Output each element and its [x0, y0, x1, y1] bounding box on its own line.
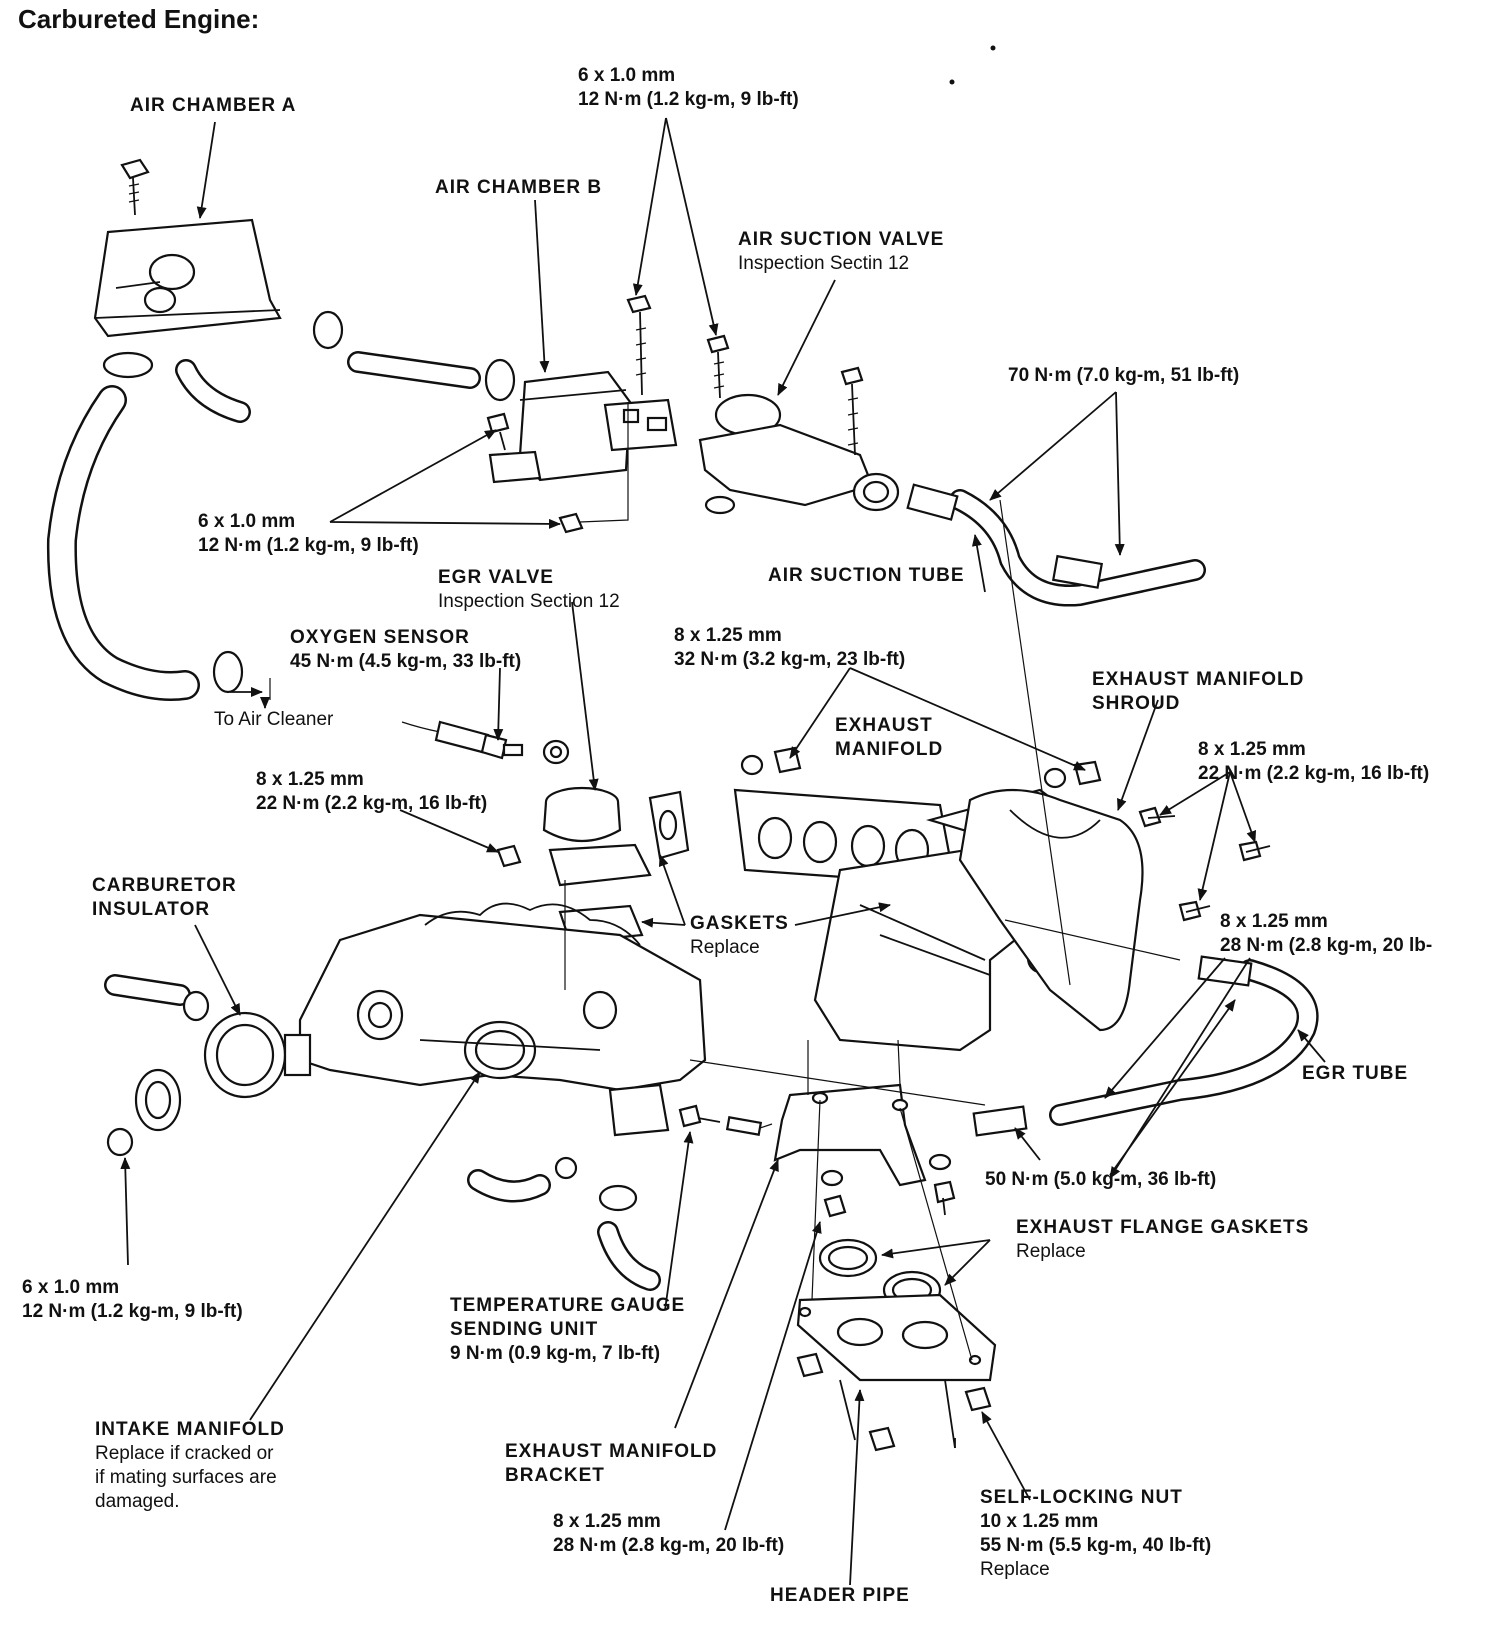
- air-chamber-b-part: [488, 370, 678, 484]
- label-intake-manifold: INTAKE MANIFOLD Replace if cracked or if…: [95, 1419, 285, 1512]
- oxygen-sensor-washer: [542, 739, 570, 765]
- air-cleaner-hose: [46, 385, 200, 701]
- exhaust-flange-gasket-1: [818, 1238, 878, 1278]
- label-torque-50: 50 N·m (5.0 kg-m, 36 lb-ft): [985, 1169, 1217, 1190]
- label-torque-70: 70 N·m (7.0 kg-m, 51 lb-ft): [1008, 365, 1240, 386]
- hose-clamp-b2: [484, 358, 516, 402]
- air-suction-tube-part: [906, 483, 1206, 607]
- oxygen-sensor-part: [401, 720, 524, 760]
- nut-chamber-b: [558, 512, 584, 534]
- label-bolt-8x125-32: 8 x 1.25 mm 32 N·m (3.2 kg-m, 23 lb-ft): [674, 625, 906, 670]
- bolt-top-right: [706, 334, 730, 399]
- stray-dot: [949, 79, 955, 85]
- egr-valve-part: [542, 786, 652, 887]
- label-exhaust-flange-gaskets: EXHAUST FLANGE GASKETS Replace: [1016, 1217, 1310, 1262]
- bracket-bolts: [820, 1153, 956, 1218]
- label-egr-valve: EGR VALVE Inspection Section 12: [438, 567, 620, 612]
- label-to-air-cleaner: To Air Cleaner: [214, 709, 334, 730]
- air-suction-valve-part: [698, 393, 900, 515]
- hose-clamp-a: [102, 351, 154, 379]
- shroud-bolt-1: [1138, 806, 1176, 828]
- intake-hose-b: [347, 351, 481, 389]
- lower-clamp-1: [554, 1156, 578, 1180]
- carburetor-insulator-part: [203, 1011, 312, 1099]
- label-bolt-top: 6 x 1.0 mm 12 N·m (1.2 kg-m, 9 lb-ft): [578, 65, 799, 110]
- label-bolt-8x125-28-right: 8 x 1.25 mm 28 N·m (2.8 kg-m, 20 lb-: [1220, 911, 1433, 956]
- label-temperature-gauge: TEMPERATURE GAUGE SENDING UNIT 9 N·m (0.…: [450, 1295, 686, 1364]
- label-egr-tube: EGR TUBE: [1302, 1063, 1409, 1084]
- exhaust-washer-1: [740, 746, 802, 776]
- label-exhaust-manifold: EXHAUST MANIFOLD: [835, 715, 944, 760]
- air-chamber-a-bolt: [120, 158, 150, 216]
- self-locking-nuts: [796, 1352, 992, 1452]
- leader-lines: [120, 117, 1326, 1586]
- exhaust-gasket-small: [648, 790, 690, 860]
- label-self-locking-nut: SELF-LOCKING NUT 10 x 1.25 mm 55 N·m (5.…: [980, 1487, 1212, 1580]
- label-air-chamber-a: AIR CHAMBER A: [130, 95, 297, 116]
- label-bolt-mid: 6 x 1.0 mm 12 N·m (1.2 kg-m, 9 lb-ft): [198, 511, 419, 556]
- exhaust-manifold-shroud-part: [958, 788, 1144, 1032]
- nut-bottom-left: [106, 1127, 134, 1157]
- label-exhaust-manifold-shroud: EXHAUST MANIFOLD SHROUD: [1092, 669, 1305, 714]
- intake-manifold-part: [298, 902, 707, 1137]
- label-exhaust-manifold-bracket: EXHAUST MANIFOLD BRACKET: [505, 1441, 718, 1486]
- egr-nut: [496, 844, 522, 868]
- label-bolt-8x125-22-left: 8 x 1.25 mm 22 N·m (2.2 kg-m, 16 lb-ft): [256, 769, 488, 814]
- carburetor-hose: [104, 974, 191, 1006]
- hose-clamp-b1: [312, 310, 344, 350]
- header-pipe-flange: [796, 1293, 997, 1449]
- label-bolt-bottom-left: 6 x 1.0 mm 12 N·m (1.2 kg-m, 9 lb-ft): [22, 1277, 243, 1322]
- bolt-asv-right: [840, 366, 864, 456]
- carburetor-clamp: [182, 990, 210, 1022]
- lower-hose-1: [467, 1169, 551, 1203]
- air-chamber-a-part: [93, 218, 282, 338]
- lower-clamp-2: [598, 1184, 638, 1212]
- insulator-clamp: [134, 1068, 182, 1132]
- label-air-suction-valve: AIR SUCTION VALVE Inspection Sectin 12: [738, 229, 945, 274]
- shroud-bolt-3: [1178, 900, 1211, 922]
- stud-lines: [269, 402, 1181, 1361]
- egr-tube-part: [972, 955, 1319, 1137]
- label-air-suction-tube: AIR SUCTION TUBE: [768, 565, 965, 586]
- exhaust-washer-2: [1043, 760, 1102, 789]
- temperature-sending-unit-part: [678, 1104, 773, 1136]
- label-header-pipe: HEADER PIPE: [770, 1585, 910, 1606]
- lower-hose-2: [597, 1221, 661, 1291]
- label-bolt-8x125-28-bottom: 8 x 1.25 mm 28 N·m (2.8 kg-m, 20 lb-ft): [553, 1511, 785, 1556]
- exhaust-manifold-bracket-part: [773, 1083, 927, 1187]
- label-oxygen-sensor: OXYGEN SENSOR 45 N·m (4.5 kg-m, 33 lb-ft…: [290, 627, 522, 672]
- label-carburetor-insulator: CARBURETOR INSULATOR: [92, 875, 237, 920]
- page-title: Carbureted Engine:: [18, 4, 260, 34]
- label-gaskets: GASKETS Replace: [690, 913, 789, 958]
- label-bolt-8x125-22-right: 8 x 1.25 mm 22 N·m (2.2 kg-m, 16 lb-ft): [1198, 739, 1430, 784]
- hose-clamp-air-cleaner: [212, 650, 244, 694]
- small-hose-a: [175, 359, 251, 423]
- shroud-bolt-2: [1238, 840, 1271, 862]
- stray-dot: [990, 45, 996, 51]
- bolt-chamber-b: [486, 412, 510, 451]
- label-air-chamber-b: AIR CHAMBER B: [435, 177, 603, 198]
- bolt-top-left: [626, 294, 652, 396]
